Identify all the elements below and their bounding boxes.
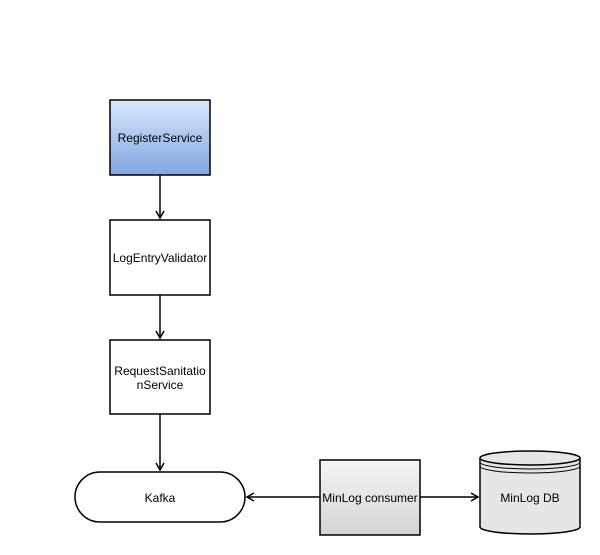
register-service-node: RegisterService bbox=[109, 99, 211, 176]
minlog-db-node: MinLog DB bbox=[479, 450, 581, 535]
kafka-node: Kafka bbox=[74, 471, 246, 523]
log-entry-validator-node: LogEntryValidator bbox=[109, 219, 211, 296]
request-sanitation-service-node: RequestSanitatio nService bbox=[109, 339, 211, 415]
register-service-label: RegisterService bbox=[118, 131, 203, 145]
minlog-db-label: MinLog DB bbox=[500, 491, 559, 505]
request-sanitation-label-line1: RequestSanitatio bbox=[114, 364, 206, 378]
kafka-label: Kafka bbox=[145, 491, 176, 505]
minlog-consumer-label: MinLog consumer bbox=[322, 491, 417, 505]
log-entry-validator-label: LogEntryValidator bbox=[113, 251, 208, 265]
request-sanitation-label-line2: nService bbox=[137, 378, 184, 392]
minlog-consumer-node: MinLog consumer bbox=[319, 459, 421, 536]
